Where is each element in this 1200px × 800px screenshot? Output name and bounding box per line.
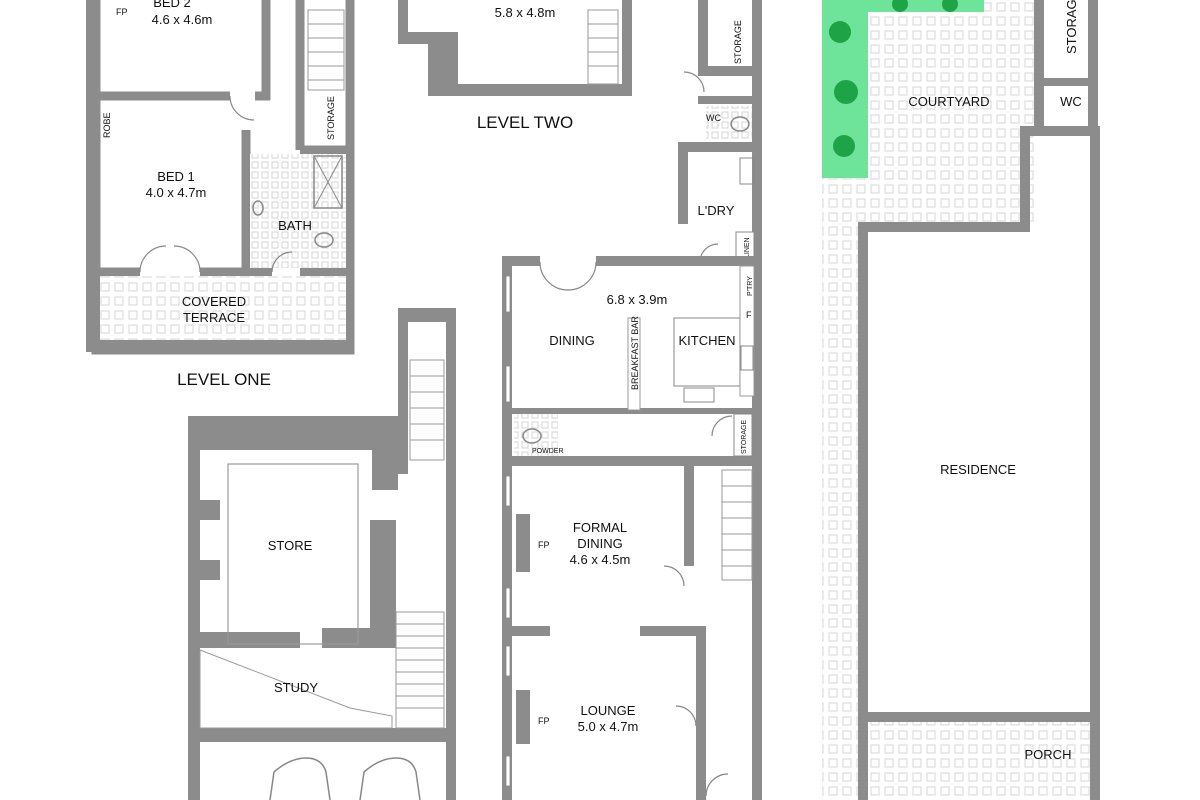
bed2-size: 4.6 x 4.6m	[152, 12, 213, 27]
study-inner	[199, 649, 393, 729]
level-one-label: LEVEL ONE	[177, 370, 271, 389]
wall-left	[86, 0, 98, 350]
kitchen-bench	[739, 265, 755, 397]
top-room	[398, 0, 632, 96]
formal-dining-line1: FORMAL	[573, 520, 627, 535]
window	[505, 755, 511, 787]
formal-lounge-walls	[502, 456, 706, 800]
stairs-middle	[721, 469, 753, 581]
lower-left-walls	[188, 308, 456, 800]
kitchen-label: KITCHEN	[678, 333, 735, 348]
door-swing	[711, 415, 733, 437]
door-swing	[683, 71, 705, 93]
study-label: STUDY	[274, 680, 318, 695]
covered-terrace-line1: COVERED	[182, 294, 246, 309]
door-swing	[271, 251, 293, 273]
basin-icon	[252, 200, 264, 216]
toilet-icon	[522, 428, 542, 444]
formal-dining-fp: FP	[538, 540, 550, 550]
bath-label: BATH	[278, 218, 312, 233]
bed2-name: BED 2	[153, 0, 191, 10]
powder-label: POWDER	[532, 448, 564, 455]
window	[505, 645, 511, 677]
door-swing	[139, 245, 201, 273]
sink-icon	[683, 387, 715, 403]
pantry-label: P'TRY	[747, 276, 754, 296]
shower-icon	[313, 155, 343, 209]
laundry-tub-icon	[739, 157, 755, 185]
wall-bottom	[86, 340, 354, 352]
side-path-floor	[822, 226, 860, 800]
residence-label: RESIDENCE	[940, 462, 1016, 477]
laundry-label: L'DRY	[698, 203, 735, 218]
formal-dining-size: 4.6 x 4.5m	[570, 552, 631, 567]
plant-icons	[829, 0, 958, 157]
wc-floor	[706, 106, 752, 140]
storage-kitchen-label: STORAGE	[741, 420, 748, 454]
window	[505, 275, 511, 313]
storage-upper-label: STORAGE	[326, 96, 336, 140]
window	[505, 365, 511, 403]
storage-stair-top-label: STORAGE	[733, 20, 743, 64]
stairs-lower	[395, 359, 445, 729]
door-swing	[663, 565, 685, 587]
cooktop-icon	[740, 345, 754, 371]
stairs-top-room	[587, 9, 619, 85]
kitchen-dining-walls	[502, 256, 762, 466]
porch-floor	[862, 718, 1090, 800]
store-inner	[227, 463, 359, 645]
linen-label: LINEN	[744, 237, 751, 258]
toilet-icon	[314, 232, 334, 248]
dining-label: DINING	[549, 333, 595, 348]
covered-terrace-floor	[100, 276, 346, 340]
covered-terrace-line2: TERRACE	[183, 310, 245, 325]
bed1-size: 4.0 x 4.7m	[146, 185, 207, 200]
service-column	[678, 0, 762, 800]
top-room-size: 5.8 x 4.8m	[495, 5, 556, 20]
fridge-label: F	[746, 310, 752, 320]
wc-upper-label: WC	[706, 113, 721, 123]
powder-floor	[514, 414, 558, 456]
lounge-fp: FP	[538, 716, 550, 726]
lounge-name: LOUNGE	[581, 703, 636, 718]
door-swing	[539, 261, 597, 291]
window	[505, 475, 511, 507]
store-label: STORE	[268, 538, 313, 553]
bed1-name: BED 1	[157, 169, 195, 184]
door-swing	[675, 705, 697, 727]
bed2-fp: FP	[116, 7, 128, 17]
lounge-size: 5.0 x 4.7m	[578, 719, 639, 734]
breakfast-bar	[627, 317, 641, 411]
garden-bed-top	[868, 0, 984, 12]
porch-label: PORCH	[1025, 747, 1072, 762]
door-swing	[229, 95, 255, 121]
storage-kitchen-cupboard	[733, 413, 753, 457]
stairs-upper	[307, 9, 345, 91]
bed1-robe: ROBE	[102, 112, 112, 138]
kitchen-dining-size: 6.8 x 3.9m	[607, 292, 668, 307]
window	[505, 587, 511, 619]
kitchen-island	[673, 317, 741, 387]
storage-right-label: STORAGE	[1064, 0, 1079, 54]
formal-dining-line2: DINING	[577, 536, 623, 551]
breakfast-bar-label: BREAKFAST BAR	[630, 316, 640, 390]
toilet-icon	[730, 116, 750, 132]
level-two-label: LEVEL TWO	[477, 113, 573, 132]
wc-right-label: WC	[1060, 94, 1082, 109]
car-icons	[269, 757, 421, 800]
bath-floor	[250, 154, 346, 268]
door-swing	[705, 773, 729, 797]
courtyard-label: COURTYARD	[908, 94, 989, 109]
residence-walls	[858, 0, 1100, 800]
